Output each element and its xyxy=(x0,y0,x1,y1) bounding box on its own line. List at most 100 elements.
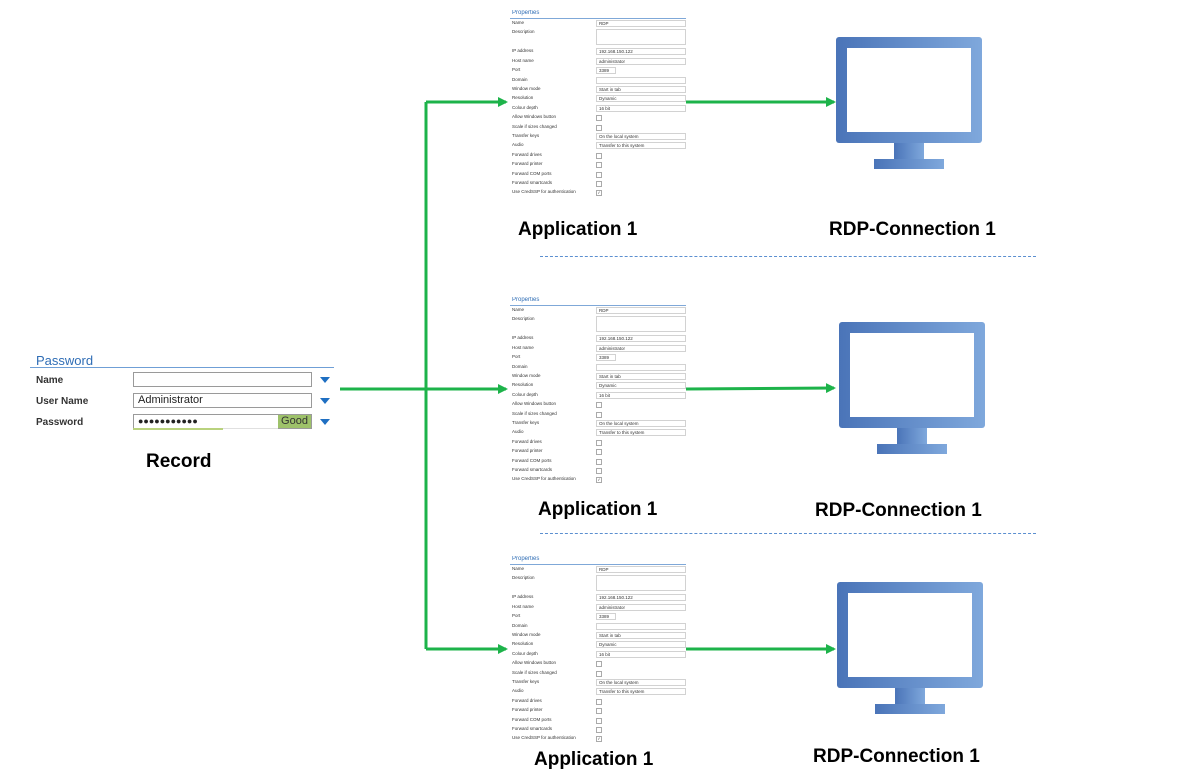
property-checkbox[interactable] xyxy=(596,727,602,733)
property-value-field[interactable]: RDP xyxy=(596,20,686,27)
property-label: Name xyxy=(512,566,525,571)
property-value-field[interactable]: RDP xyxy=(596,566,686,573)
property-label: Forward printer xyxy=(512,707,543,713)
property-value-field[interactable]: Dynamic xyxy=(596,95,686,103)
property-checkbox[interactable] xyxy=(596,698,602,705)
password-strength-bar-track xyxy=(223,428,278,429)
property-checkbox[interactable] xyxy=(596,171,602,178)
name-input[interactable] xyxy=(133,372,312,387)
panel-divider xyxy=(510,18,686,19)
property-value-field[interactable]: 3389 xyxy=(596,613,616,621)
property-value-field[interactable] xyxy=(596,622,686,630)
property-checkbox[interactable] xyxy=(596,708,602,715)
panel-divider xyxy=(510,564,686,565)
property-value-field[interactable]: 3389 xyxy=(596,67,616,75)
password-input[interactable]: ●●●●●●●●●●● Good xyxy=(133,414,312,429)
property-checkbox[interactable] xyxy=(596,124,602,131)
property-checkbox[interactable] xyxy=(596,458,602,465)
property-label: Use CredSSP for authentication xyxy=(512,189,576,195)
property-row: Forward COM ports xyxy=(510,458,686,467)
username-input[interactable]: Administrator xyxy=(133,393,312,408)
property-checkbox[interactable] xyxy=(596,717,602,724)
property-checkbox[interactable]: ✓ xyxy=(596,736,602,743)
property-label: Forward printer xyxy=(512,161,543,167)
property-value-field[interactable]: Dynamic xyxy=(596,382,686,390)
property-value-field[interactable]: 192.168.150.122 xyxy=(596,335,686,343)
property-value-field[interactable]: 16 bit xyxy=(596,650,686,658)
property-value-field[interactable]: 16 bit xyxy=(596,104,686,112)
property-label: Window mode xyxy=(512,632,541,637)
property-row: Forward smartcards xyxy=(510,467,686,476)
property-value-field[interactable]: administrator xyxy=(596,57,686,65)
username-dropdown-icon[interactable] xyxy=(320,398,330,404)
property-value-field[interactable]: administrator xyxy=(596,603,686,611)
property-checkbox[interactable] xyxy=(596,162,602,169)
property-checkbox[interactable] xyxy=(596,181,602,187)
property-checkbox[interactable]: ✓ xyxy=(596,190,602,197)
record-form-divider xyxy=(30,367,334,368)
property-value-field[interactable]: On the local system xyxy=(596,679,686,686)
property-value-field[interactable]: Transfer to this system xyxy=(596,142,686,150)
property-row: Name RDP xyxy=(510,566,686,575)
property-row: Forward COM ports xyxy=(510,717,686,726)
property-value-field[interactable] xyxy=(596,575,686,592)
record-form: Password Name User Name Administrator Pa… xyxy=(30,350,336,432)
property-checkbox[interactable] xyxy=(596,449,602,456)
property-value-field[interactable]: Start in tab xyxy=(596,86,686,93)
property-value-field[interactable]: Start in tab xyxy=(596,632,686,639)
property-label: Resolution xyxy=(512,641,534,647)
monitor-icon xyxy=(837,582,983,714)
property-label: Forward drives xyxy=(512,151,542,157)
property-value-field[interactable] xyxy=(596,316,686,333)
property-value-field[interactable] xyxy=(596,76,686,84)
property-label: Domain xyxy=(512,363,528,369)
property-checkbox[interactable] xyxy=(596,152,602,159)
property-value-field[interactable]: 192.168.150.122 xyxy=(596,48,686,56)
app-caption-3: Application 1 xyxy=(534,749,654,770)
property-checkbox[interactable]: ✓ xyxy=(596,477,602,484)
property-checkbox[interactable] xyxy=(596,411,602,418)
property-value-field[interactable]: Dynamic xyxy=(596,641,686,649)
property-value-field[interactable]: On the local system xyxy=(596,133,686,140)
property-value-field[interactable]: 192.168.150.122 xyxy=(596,594,686,602)
property-label: Host name xyxy=(512,344,534,350)
property-value-field[interactable]: On the local system xyxy=(596,420,686,427)
property-value-field[interactable]: RDP xyxy=(596,307,686,314)
app-caption-2: Application 1 xyxy=(538,499,658,520)
property-checkbox[interactable] xyxy=(596,468,602,474)
password-dropdown-icon[interactable] xyxy=(320,419,330,425)
property-label: Forward COM ports xyxy=(512,716,552,722)
property-value-field[interactable] xyxy=(596,29,686,46)
property-checkbox[interactable] xyxy=(596,115,602,122)
name-dropdown-icon[interactable] xyxy=(320,377,330,383)
property-value-field[interactable] xyxy=(596,363,686,371)
property-value-field[interactable]: administrator xyxy=(596,344,686,352)
property-label: Transfer keys xyxy=(512,420,540,425)
property-label: Use CredSSP for authentication xyxy=(512,476,576,482)
property-row: Colour depth 16 bit xyxy=(510,104,686,114)
property-value-field[interactable]: Transfer to this system xyxy=(596,688,686,696)
property-checkbox[interactable] xyxy=(596,402,602,409)
property-row: Forward smartcards xyxy=(510,726,686,735)
property-value-field[interactable]: Start in tab xyxy=(596,373,686,380)
property-checkbox[interactable] xyxy=(596,439,602,446)
property-checkbox[interactable] xyxy=(596,661,602,668)
property-value-field[interactable]: Transfer to this system xyxy=(596,429,686,437)
property-label: Audio xyxy=(512,429,524,435)
property-value-field[interactable]: 3389 xyxy=(596,354,616,362)
property-value-field[interactable]: 16 bit xyxy=(596,391,686,399)
property-checkbox[interactable] xyxy=(596,670,602,677)
property-label: Forward drives xyxy=(512,697,542,703)
property-label: Scale if sizes changed xyxy=(512,410,557,416)
property-label: Colour depth xyxy=(512,104,538,110)
property-label: Scale if sizes changed xyxy=(512,123,557,129)
